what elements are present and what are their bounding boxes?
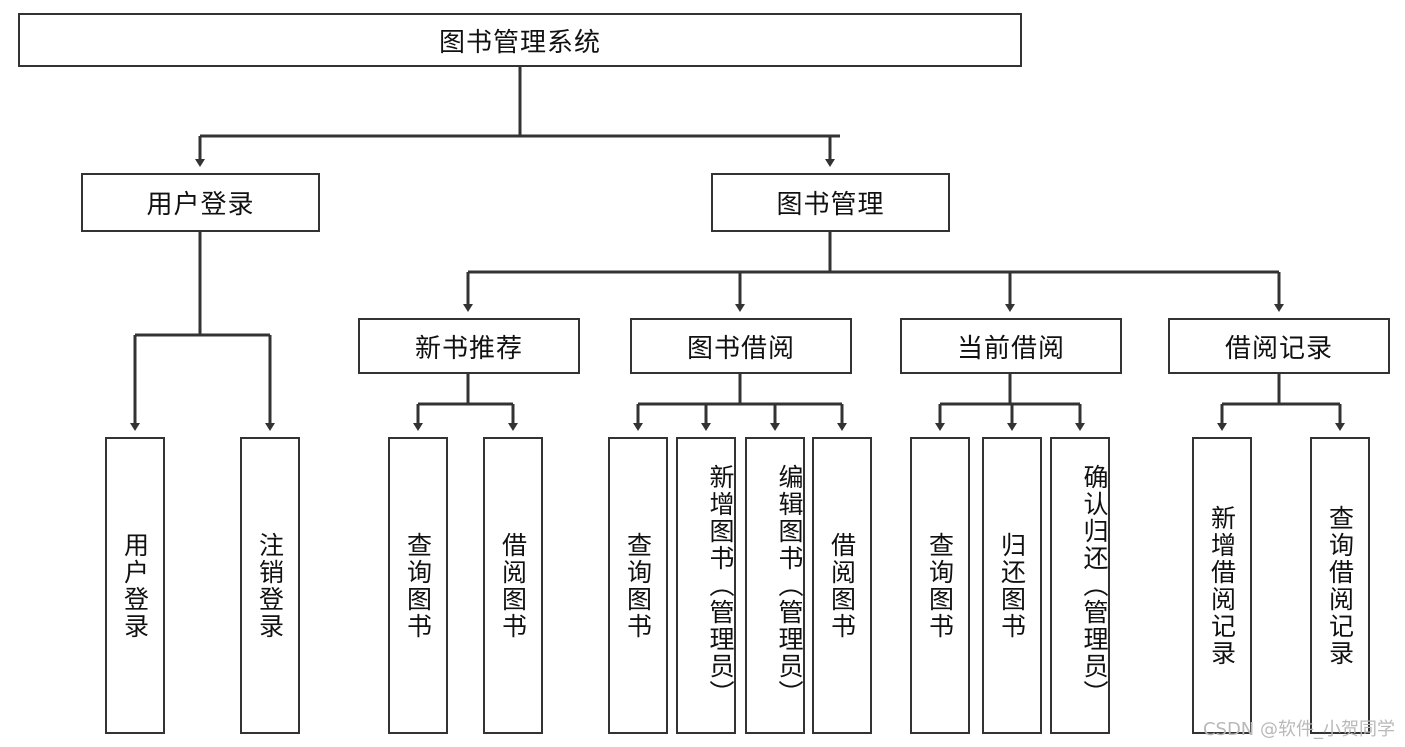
leaf-borrow-book-newbook[interactable]: 借阅图书 (483, 437, 543, 734)
leaf-user-login-label: 用户登录 (120, 531, 150, 640)
node-current-borrow-label: 当前借阅 (956, 333, 1065, 364)
leaf-query-borrow-record-label: 查询借阅记录 (1325, 504, 1355, 667)
leaf-query-book-current-label: 查询图书 (925, 531, 955, 640)
leaf-add-book-admin[interactable]: 新增图书（管理员） (676, 437, 736, 734)
leaf-borrow-book-newbook-label: 借阅图书 (498, 531, 528, 640)
leaf-borrow-book-label: 借阅图书 (827, 531, 857, 640)
leaf-query-book-borrow-label: 查询图书 (623, 531, 653, 640)
leaf-confirm-return-admin-label: 确认归还（管理员） (1080, 464, 1109, 707)
leaf-confirm-return-admin[interactable]: 确认归还（管理员） (1050, 437, 1110, 734)
leaf-add-borrow-record-label: 新增借阅记录 (1207, 504, 1237, 667)
leaf-query-book-borrow[interactable]: 查询图书 (608, 437, 668, 734)
node-book-manage[interactable]: 图书管理 (711, 173, 950, 232)
leaf-borrow-book[interactable]: 借阅图书 (812, 437, 872, 734)
leaf-query-borrow-record[interactable]: 查询借阅记录 (1310, 437, 1370, 734)
leaf-user-login[interactable]: 用户登录 (105, 437, 165, 734)
node-root-label: 图书管理系统 (438, 27, 601, 58)
leaf-edit-book-admin[interactable]: 编辑图书（管理员） (745, 437, 805, 734)
leaf-query-book-newbook[interactable]: 查询图书 (388, 437, 448, 734)
node-new-book-recommend-label: 新书推荐 (414, 333, 523, 364)
node-book-borrow[interactable]: 图书借阅 (630, 318, 852, 374)
node-current-borrow[interactable]: 当前借阅 (900, 318, 1122, 374)
node-root[interactable]: 图书管理系统 (18, 13, 1022, 67)
node-new-book-recommend[interactable]: 新书推荐 (358, 318, 580, 374)
node-book-manage-label: 图书管理 (776, 190, 885, 220)
node-book-borrow-label: 图书借阅 (686, 333, 795, 364)
node-borrow-record[interactable]: 借阅记录 (1168, 318, 1390, 374)
leaf-query-book-current[interactable]: 查询图书 (910, 437, 970, 734)
leaf-return-book[interactable]: 归还图书 (982, 437, 1042, 734)
node-user-login[interactable]: 用户登录 (81, 173, 320, 232)
leaf-add-book-admin-label: 新增图书（管理员） (706, 464, 735, 707)
leaf-return-book-label: 归还图书 (997, 531, 1027, 640)
leaf-logout[interactable]: 注销登录 (240, 437, 300, 734)
leaf-logout-label: 注销登录 (255, 531, 285, 640)
node-borrow-record-label: 借阅记录 (1224, 333, 1333, 364)
node-user-login-label: 用户登录 (146, 190, 255, 220)
leaf-add-borrow-record[interactable]: 新增借阅记录 (1192, 437, 1252, 734)
leaf-edit-book-admin-label: 编辑图书（管理员） (775, 464, 804, 707)
leaf-query-book-newbook-label: 查询图书 (403, 531, 433, 640)
